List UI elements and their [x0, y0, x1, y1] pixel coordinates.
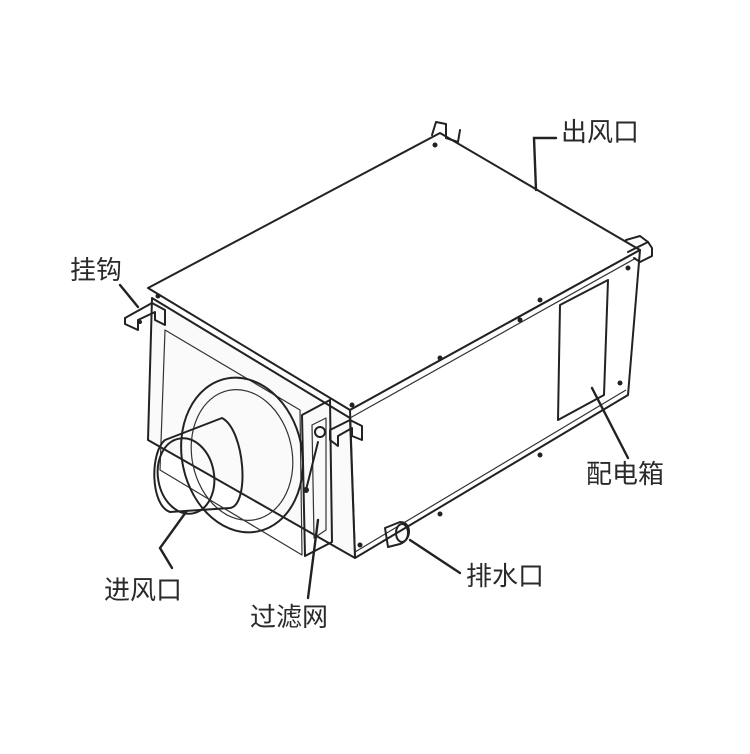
leader-filter	[306, 518, 320, 600]
hanging-hook-rear-right	[625, 235, 653, 263]
label-drain: 排水口	[466, 562, 545, 592]
screws	[155, 142, 631, 548]
label-inlet: 进风口	[104, 576, 183, 606]
inlet-flange	[180, 376, 304, 534]
label-outlet: 出风口	[561, 118, 640, 148]
label-filter: 过滤网	[250, 603, 329, 633]
leader-outlet	[532, 136, 558, 192]
drain-pipe	[384, 521, 410, 548]
front-panel-inset	[159, 329, 303, 556]
filter-slot	[301, 399, 333, 557]
leader-hook	[118, 283, 140, 309]
label-hook: 挂钩	[70, 256, 123, 286]
leader-inlet	[158, 510, 188, 570]
hanging-hook-front-right	[329, 419, 363, 447]
hanging-hook-left	[124, 302, 166, 331]
leader-drain	[408, 538, 462, 575]
leader-control-box	[590, 386, 630, 460]
inlet-duct	[153, 417, 244, 515]
control-box-panel	[557, 279, 609, 421]
outlet-marker	[431, 121, 461, 143]
label-control-box: 配电箱	[586, 460, 665, 490]
